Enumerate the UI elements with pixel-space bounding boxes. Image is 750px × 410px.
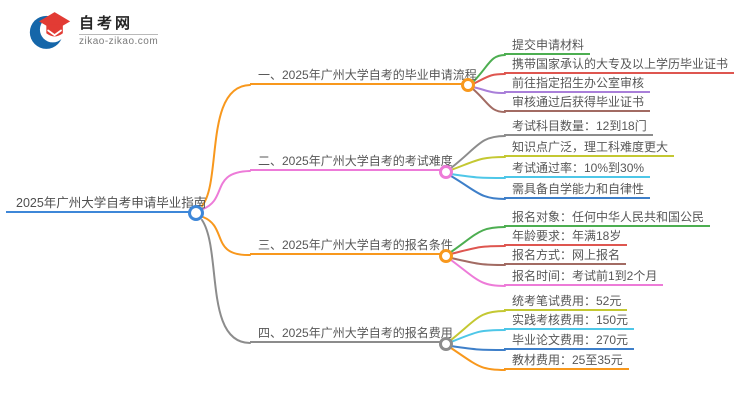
leaf-thesis-fee[interactable]: 毕业论文费用：270元: [504, 332, 635, 350]
branch-1-connector-dot[interactable]: [461, 78, 475, 92]
edge-b2-leaf2: [450, 156, 506, 171]
edge-b4-leaf3: [450, 345, 506, 351]
leaf-textbook-fee[interactable]: 教材费用：25至35元: [504, 352, 629, 370]
logo-text-block: 自考网 zikao-zikao.com: [79, 14, 159, 47]
edge-root-branch4: [201, 219, 251, 344]
edge-b1-leaf3: [472, 86, 506, 94]
branch-1-graduation-process[interactable]: 一、2025年广州大学自考的毕业申请流程: [250, 67, 477, 85]
site-logo[interactable]: 自考网 zikao-zikao.com: [28, 10, 159, 51]
leaf-pass-rate[interactable]: 考试通过率：10%到30%: [504, 160, 651, 178]
logo-divider: [79, 33, 159, 35]
branch-2-connector-dot[interactable]: [439, 165, 453, 179]
leaf-registration-time[interactable]: 报名时间：考试前1到2个月: [504, 268, 664, 286]
leaf-self-discipline[interactable]: 需具备自学能力和自律性: [504, 181, 651, 199]
leaf-subject-count[interactable]: 考试科目数量：12到18门: [504, 118, 653, 136]
edge-b3-leaf4: [450, 259, 506, 287]
branch-3-connector-dot[interactable]: [439, 249, 453, 263]
edge-b2-leaf3: [450, 173, 506, 179]
edge-root-branch3: [202, 216, 251, 257]
edge-b1-leaf4: [472, 88, 506, 113]
edge-b1-leaf1: [472, 54, 506, 83]
site-name: 自考网: [79, 14, 134, 32]
site-url: zikao-zikao.com: [79, 35, 159, 47]
edge-b4-leaf4: [450, 347, 506, 371]
leaf-submit-materials[interactable]: 提交申请材料: [504, 37, 591, 55]
edge-root-branch1: [201, 84, 251, 207]
graduation-cap-icon: [29, 12, 71, 49]
leaf-office-review[interactable]: 前往指定招生办公室审核: [504, 75, 651, 93]
branch-3-registration-conditions[interactable]: 三、2025年广州大学自考的报名条件: [250, 237, 453, 255]
edge-b4-leaf2: [450, 329, 506, 343]
leaf-broad-knowledge[interactable]: 知识点广泛，理工科难度更大: [504, 139, 675, 157]
edge-root-branch2: [202, 170, 251, 210]
branch-4-connector-dot[interactable]: [439, 337, 453, 351]
leaf-practical-exam-fee[interactable]: 实践考核费用：150元: [504, 312, 635, 330]
branch-4-registration-fees[interactable]: 四、2025年广州大学自考的报名费用: [250, 325, 453, 343]
edge-b1-leaf2: [472, 73, 506, 85]
root-topic[interactable]: 2025年广州大学自考申请毕业指南: [6, 195, 206, 213]
leaf-get-certificate[interactable]: 审核通过后获得毕业证书: [504, 94, 651, 112]
edge-b2-leaf4: [450, 175, 506, 200]
root-connector-dot[interactable]: [188, 205, 204, 221]
edge-b2-leaf1: [450, 135, 506, 169]
leaf-online-registration[interactable]: 报名方式：网上报名: [504, 247, 627, 265]
leaf-written-exam-fee[interactable]: 统考笔试费用：52元: [504, 293, 628, 311]
leaf-bring-diploma[interactable]: 携带国家承认的大专及以上学历毕业证书: [504, 56, 735, 74]
edge-b3-leaf1: [450, 226, 506, 253]
edge-b3-leaf2: [450, 245, 506, 255]
leaf-eligible-citizens[interactable]: 报名对象：任何中华人民共和国公民: [504, 209, 711, 227]
edge-b3-leaf3: [450, 257, 506, 266]
leaf-age-requirement[interactable]: 年龄要求：年满18岁: [504, 228, 628, 246]
edge-b4-leaf1: [450, 310, 506, 341]
branch-2-exam-difficulty[interactable]: 二、2025年广州大学自考的考试难度: [250, 153, 453, 171]
